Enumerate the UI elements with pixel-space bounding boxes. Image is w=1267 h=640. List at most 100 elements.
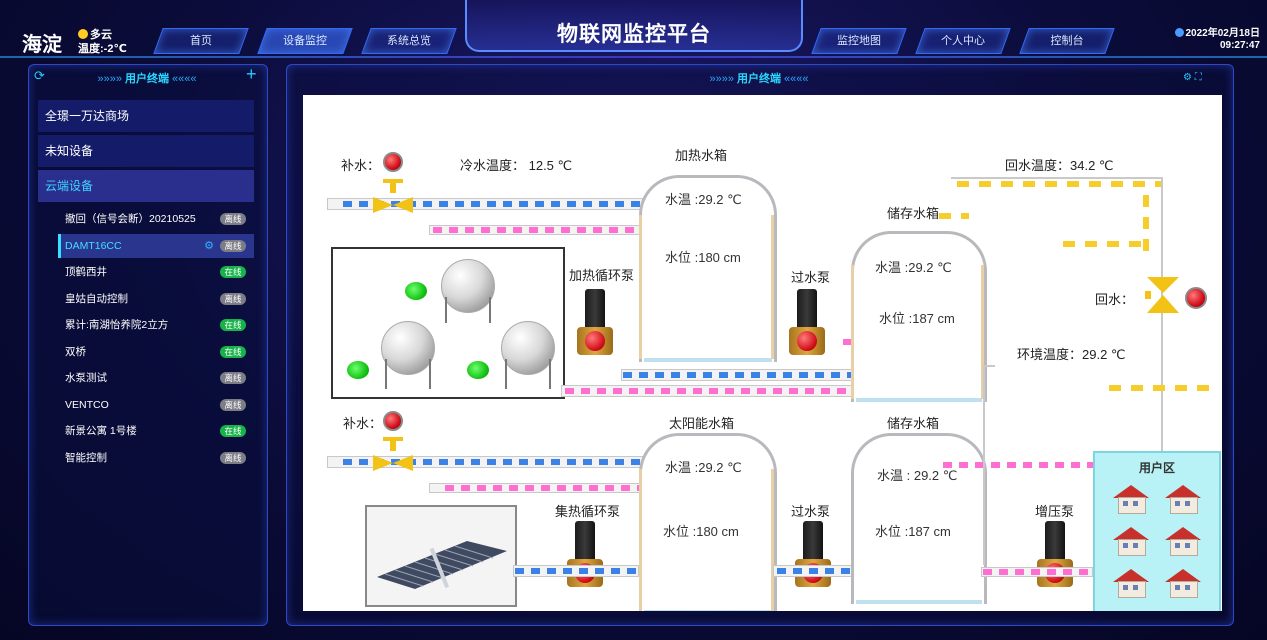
fullscreen-icon[interactable]: ⛶ xyxy=(1194,72,1202,83)
group-unknown-devices[interactable]: 未知设备 xyxy=(38,135,254,167)
weather-text: 多云 xyxy=(90,29,112,41)
temperature-text: 温度:-2℃ xyxy=(78,43,127,55)
house-icon xyxy=(1165,527,1201,556)
device-name: 双桥 xyxy=(65,345,86,358)
top-makeup-indicator[interactable] xyxy=(383,152,403,172)
boiler-sphere xyxy=(501,321,555,375)
clock-icon xyxy=(1174,28,1184,37)
return-water-label: 回水： xyxy=(1095,292,1135,307)
status-badge: 离线 xyxy=(220,372,246,384)
device-item[interactable]: 智能控制 离线 xyxy=(58,446,254,470)
weather-info: 多云 温度:-2℃ xyxy=(78,28,127,56)
collector-pump-label: 集热循环泵 xyxy=(555,504,621,519)
return-valve-icon[interactable] xyxy=(1145,275,1181,315)
device-item[interactable]: 新景公寓 1号楼 在线 xyxy=(58,419,254,443)
top-makeup-label: 补水： xyxy=(341,158,381,173)
boiler-sphere xyxy=(381,321,435,375)
device-item[interactable]: 累计:南湖怡养院2立方 在线 xyxy=(58,313,254,337)
process-diagram: 补水： 冷水温度： 12.5 ℃ 加热循环泵 加热水箱 水温 :29.2 xyxy=(303,95,1222,611)
boiler-leg xyxy=(549,359,551,389)
booster-pump[interactable] xyxy=(1035,521,1075,591)
heating-pump[interactable] xyxy=(575,289,615,359)
nav-personal-center[interactable]: 个人中心 xyxy=(920,28,1006,54)
transfer-pump-top[interactable] xyxy=(787,289,827,359)
status-badge: 离线 xyxy=(220,451,246,464)
transfer-pump-bottom[interactable] xyxy=(793,521,833,591)
tank-wall xyxy=(771,469,774,611)
user-zone-title: 用户区 xyxy=(1138,461,1175,475)
flow-pink-top xyxy=(433,227,639,233)
top-valve-icon[interactable] xyxy=(371,179,415,215)
flow-yellow-vertical xyxy=(1143,195,1149,255)
nav-system-overview[interactable]: 系统总览 xyxy=(366,28,452,54)
device-settings-icon[interactable]: ⚙ xyxy=(204,239,214,252)
title-frame xyxy=(465,0,803,56)
bottom-valve-icon[interactable] xyxy=(371,437,415,473)
date-text: 2022年02月18日 xyxy=(1185,28,1261,39)
device-name: VENTCO xyxy=(65,398,109,411)
solar-tank xyxy=(639,433,777,611)
arrow-left-deco-icon: «««« xyxy=(169,73,197,85)
storage-tank-bottom-title: 储存水箱 xyxy=(887,416,940,431)
device-item[interactable]: 顶鹤西井在线 xyxy=(58,260,254,284)
nav-monitor-map[interactable]: 监控地图 xyxy=(816,28,902,54)
boiler-status-dot xyxy=(405,282,427,300)
add-icon[interactable]: + xyxy=(246,64,257,84)
env-pipe-line xyxy=(983,365,985,565)
house-icon xyxy=(1113,527,1149,556)
solar-collector xyxy=(365,505,517,607)
flow-pink-mid xyxy=(565,388,855,394)
transfer-pump-top-label: 过水泵 xyxy=(791,270,831,285)
page-title: 物联网监控平台 xyxy=(557,23,711,46)
device-name: 水泵测试 xyxy=(65,372,107,384)
status-badge: 在线 xyxy=(220,319,246,331)
nav-console[interactable]: 控制台 xyxy=(1024,28,1110,54)
sidebar-header: ⟳ »»»» 用户终端 «««« + xyxy=(28,64,266,88)
settings-icon[interactable]: ⚙ xyxy=(1183,72,1192,83)
device-item[interactable]: 水泵测试 离线 xyxy=(58,366,254,390)
refresh-icon[interactable]: ⟳ xyxy=(34,68,45,83)
tank-wall xyxy=(639,215,642,359)
boiler-leg xyxy=(489,297,491,323)
group-wanda-mall[interactable]: 全璟一万达商场 xyxy=(38,100,254,132)
house-icon xyxy=(1165,569,1201,598)
nav-home[interactable]: 首页 xyxy=(158,28,244,54)
bottom-makeup-indicator[interactable] xyxy=(383,411,403,431)
nav-device-monitor[interactable]: 设备监控 xyxy=(262,28,348,54)
group-cloud-devices[interactable]: 云端设备 xyxy=(38,170,254,202)
main-panel-title: »»»» 用户终端 «««« xyxy=(709,73,809,85)
booster-pump-label: 增压泵 xyxy=(1035,504,1075,519)
house-icon xyxy=(1165,485,1201,514)
storage-tank-top-level: 水位 :187 cm xyxy=(879,311,955,326)
storage-tank-top-title: 储存水箱 xyxy=(887,206,940,221)
device-item[interactable]: 皇姑自动控制离线 xyxy=(58,287,254,311)
flow-yellow-mid xyxy=(1063,241,1147,247)
arrow-right-deco-icon: »»»» xyxy=(97,73,125,85)
device-name: 累计:南湖怡养院2立方 xyxy=(65,319,169,331)
location-name: 海淀 xyxy=(22,34,62,56)
device-item[interactable]: DAMT16CC⚙离线 xyxy=(58,233,254,258)
storage-tank-bottom-temp: 水温 : 29.2 ℃ xyxy=(877,468,958,483)
tank-wall xyxy=(771,215,774,359)
device-name: 撤回（信号会断）20210525 xyxy=(65,213,196,225)
flow-pink-to-users xyxy=(943,462,1093,468)
return-water-indicator[interactable] xyxy=(1185,287,1207,309)
flow-yellow-top xyxy=(957,181,1161,187)
device-item[interactable]: 双桥 在线 xyxy=(58,340,254,364)
device-name: 智能控制 xyxy=(65,451,107,464)
collector-pump[interactable] xyxy=(565,521,605,591)
boiler-status-dot xyxy=(467,361,489,379)
status-badge: 在线 xyxy=(220,425,246,437)
device-name: 新景公寓 1号楼 xyxy=(65,425,137,437)
boiler-sphere xyxy=(441,259,495,313)
status-badge: 在线 xyxy=(220,345,246,358)
storage-tank-top-temp: 水温 :29.2 ℃ xyxy=(875,260,952,275)
user-zone[interactable]: 用户区 xyxy=(1093,451,1221,611)
return-pipe-line xyxy=(951,177,1163,179)
heating-tank-level: 水位 :180 cm xyxy=(665,250,741,265)
tank-wall xyxy=(981,265,984,399)
storage-tank-top xyxy=(851,231,987,402)
tank-wall xyxy=(851,265,854,399)
